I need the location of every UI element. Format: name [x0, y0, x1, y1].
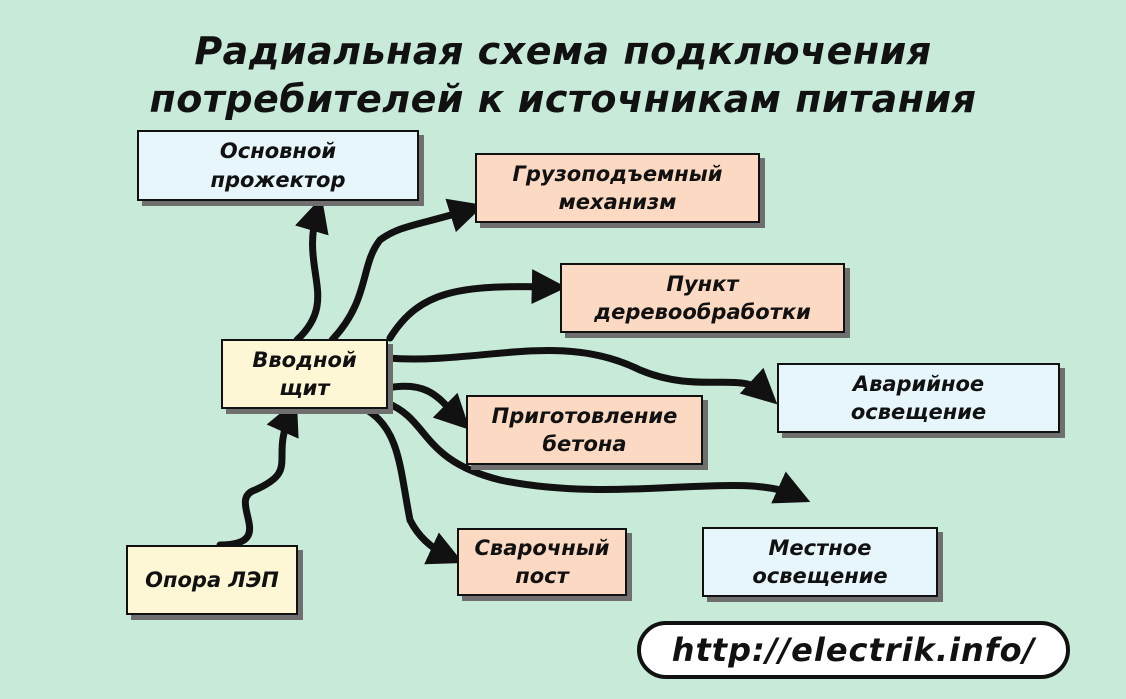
node-local-light: Местное освещение [702, 527, 938, 597]
node-concrete: Приготовление бетона [466, 395, 703, 465]
node-woodworking: Пункт деревообработки [560, 263, 845, 333]
edge-power_pole-switchboard [216, 399, 299, 549]
node-power-pole: Опора ЛЭП [126, 545, 298, 615]
node-welding: Сварочный пост [457, 528, 627, 596]
node-main-spotlight: Основной прожектор [137, 130, 419, 201]
source-url-link[interactable]: http://electrik.info/ [637, 621, 1070, 679]
edge-switchboard-welding [363, 406, 464, 565]
edge-switchboard-main_spotlight [293, 196, 329, 344]
diagram-title-line-1: Радиальная схема подключения [194, 29, 932, 73]
edge-switchboard-crane [328, 198, 485, 344]
edge-switchboard-woodworking [386, 269, 567, 342]
edge-switchboard-emergency_light [383, 347, 778, 405]
node-switchboard: Вводной щит [221, 339, 388, 409]
diagram-title-line-2: потребителей к источникам питания [149, 77, 977, 121]
node-emergency-light: Аварийное освещение [777, 363, 1060, 433]
edge-switchboard-concrete [383, 382, 470, 430]
edge-switchboard-local_light [383, 399, 811, 504]
node-crane: Грузоподъемный механизм [475, 153, 760, 223]
